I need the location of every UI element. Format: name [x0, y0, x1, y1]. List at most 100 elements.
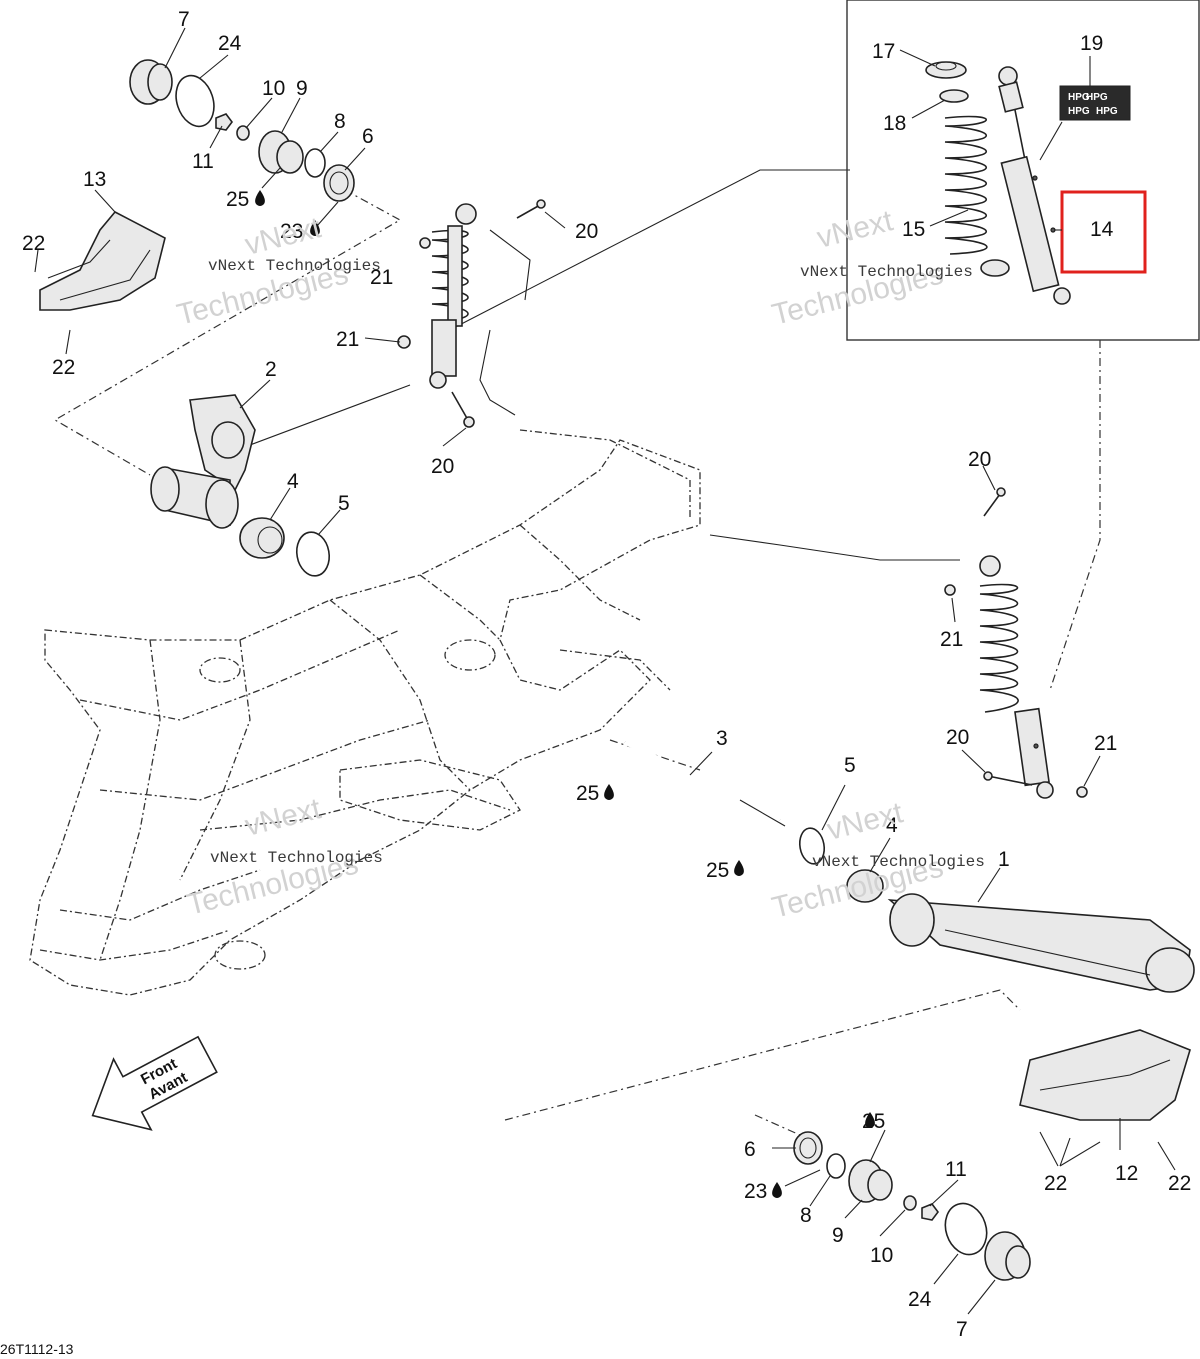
- guard-13: [39, 210, 166, 311]
- seal-6-top: [323, 164, 355, 202]
- watermarks: vNext Technologies vNext Technologies vN…: [174, 204, 985, 925]
- hub-cap-7-top: [129, 59, 173, 105]
- callout-2: 2: [265, 358, 277, 381]
- diagram-reference-code: 26T1112-13: [0, 1341, 74, 1357]
- callout-3: 3: [716, 727, 728, 750]
- callout-6-top: 6: [362, 125, 374, 148]
- callout-7-bottom: 7: [956, 1318, 968, 1341]
- flange-9-bottom: [848, 1159, 893, 1203]
- callout-13: 13: [83, 168, 106, 191]
- spring-seat-18: [939, 89, 969, 103]
- callout-18: 18: [883, 112, 906, 135]
- nut-11-top: [215, 113, 233, 131]
- spring-15: [944, 115, 988, 255]
- chassis-frame: [29, 429, 701, 996]
- callout-25-a: 25: [226, 188, 249, 211]
- flange-9-top: [258, 130, 304, 174]
- callout-24-top: 24: [218, 32, 242, 55]
- callout-19: 19: [1080, 32, 1103, 55]
- callout-9-top: 9: [296, 77, 308, 100]
- callout-15: 15: [902, 218, 925, 241]
- callout-25-c: 25: [706, 859, 729, 882]
- callout-21-a: 21: [370, 266, 393, 289]
- highlight-box-part-14: [1060, 190, 1147, 274]
- drop-icon-25d: [865, 1112, 875, 1128]
- drop-icon-25c: [734, 860, 744, 876]
- callout-10-top: 10: [262, 77, 285, 100]
- callout-5-right: 5: [844, 754, 856, 777]
- decal-text-4: HPG: [1096, 106, 1118, 117]
- bolt-20-upper: [516, 199, 546, 219]
- guard-12: [1019, 1029, 1191, 1121]
- seal-6-bottom: [793, 1131, 823, 1165]
- swing-arm-1: [887, 893, 1195, 993]
- o-ring-8-top: [304, 148, 326, 178]
- front-direction-arrow: Front Avant: [91, 1035, 218, 1131]
- callout-25-b: 25: [576, 782, 599, 805]
- callout-17: 17: [872, 40, 895, 63]
- bearing-4-left: [239, 517, 285, 559]
- callout-6-bottom: 6: [744, 1138, 756, 1161]
- callout-8-bottom: 8: [800, 1204, 812, 1227]
- watermark-company-3: vNext Technologies: [210, 849, 383, 867]
- callout-5-left: 5: [338, 492, 350, 515]
- o-ring-24-top: [175, 74, 215, 128]
- callout-22-b: 22: [52, 356, 75, 379]
- callout-23-bottom: 23: [744, 1180, 767, 1203]
- o-ring-24-bottom: [944, 1202, 988, 1256]
- drop-icon-25b: [604, 784, 614, 800]
- bolt-20-lower-left: [451, 391, 475, 428]
- callout-8-top: 8: [334, 110, 346, 133]
- spring-lower-retainer: [980, 259, 1010, 277]
- drop-icon-23a: [310, 220, 320, 236]
- exploded-view-lines: [53, 169, 1101, 1136]
- washer-10-bottom: [903, 1195, 917, 1211]
- callout-21-b: 21: [336, 328, 359, 351]
- shock-absorber-14: [998, 66, 1071, 305]
- callout-21-c: 21: [940, 628, 963, 651]
- callout-labels: 7 24 10 9 11 8 6 25 23 13 22 22 20 21 21…: [22, 8, 1191, 1341]
- callout-20-a: 20: [575, 220, 598, 243]
- nut-21-set: [397, 237, 1088, 798]
- bracket-2: [189, 394, 256, 492]
- axle-3: [623, 739, 786, 827]
- watermark-company-4: vNext Technologies: [812, 853, 985, 871]
- decal-text-3: HPG: [1068, 106, 1090, 117]
- o-ring-8-bottom: [826, 1153, 846, 1179]
- drop-icon-23b: [772, 1182, 782, 1198]
- callout-4-right: 4: [886, 814, 898, 837]
- decal-19: HPG HPG HPG HPG: [1059, 85, 1131, 121]
- callout-20-c: 20: [968, 448, 991, 471]
- callout-1: 1: [998, 848, 1010, 871]
- bearing-4-right: [846, 869, 884, 903]
- shock-assembly-right: [979, 555, 1054, 799]
- watermark-brand-3: vNext: [242, 792, 325, 843]
- watermark-company-1: vNext Technologies: [208, 257, 381, 275]
- hub-cap-7-bottom: [984, 1231, 1031, 1281]
- nut-11-bottom: [921, 1203, 939, 1221]
- callout-4-left: 4: [287, 470, 299, 493]
- callout-9-bottom: 9: [832, 1224, 844, 1247]
- callout-22-c: 22: [1044, 1172, 1067, 1195]
- callout-23-top: 23: [280, 220, 303, 243]
- decal-text-2: HPG: [1086, 92, 1108, 103]
- spring-retainer-17: [925, 61, 967, 79]
- callout-7-top: 7: [178, 8, 190, 31]
- callout-14: 14: [1090, 218, 1114, 241]
- leader-lines: [34, 27, 1176, 1315]
- shock-assembly-left: [429, 203, 477, 389]
- watermark-brand-4: vNext: [824, 796, 907, 847]
- watermark-company-2: vNext Technologies: [800, 263, 973, 281]
- callout-10-bottom: 10: [870, 1244, 893, 1267]
- callout-12: 12: [1115, 1162, 1138, 1185]
- washer-10-top: [236, 125, 250, 141]
- drop-icon-25a: [255, 190, 265, 206]
- callout-21-d: 21: [1094, 732, 1117, 755]
- watermark-brand-2: vNext: [814, 204, 897, 255]
- callout-22-a: 22: [22, 232, 45, 255]
- clip-5-left: [295, 531, 331, 577]
- decal-text-1: HPG: [1068, 92, 1090, 103]
- bolt-20-right-lower: [983, 771, 1033, 786]
- watermark-brand-1: vNext: [242, 211, 325, 262]
- callout-20-b: 20: [431, 455, 454, 478]
